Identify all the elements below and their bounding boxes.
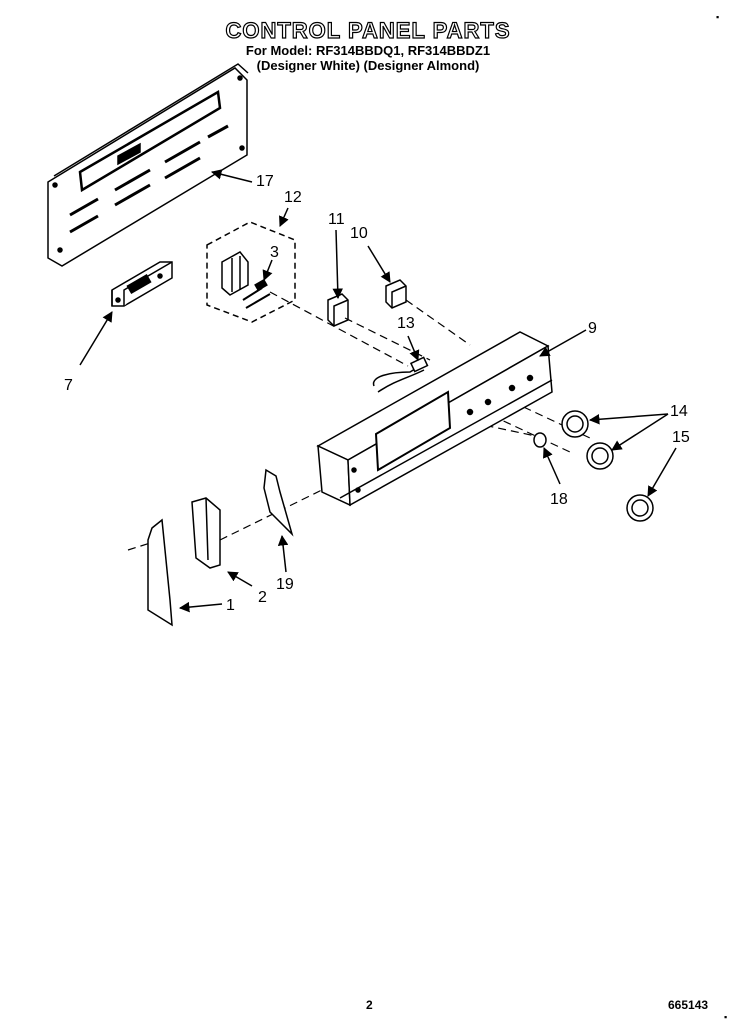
part-17-rear-panel (47, 63, 249, 267)
callout-15: 15 (672, 429, 690, 446)
part-7-clock-timer (111, 261, 173, 307)
part-14-knob-upper (561, 410, 589, 438)
part-10-switch (385, 279, 407, 309)
part-14-knob-lower (586, 442, 614, 470)
part-12-switch-assembly (206, 221, 296, 323)
callout-3: 3 (270, 244, 279, 261)
callout-9: 9 (588, 320, 597, 337)
page-title: CONTROL PANEL PARTS (225, 17, 511, 43)
document-code: 665143 (668, 998, 709, 1012)
colors-line: (Designer White) (Designer Almond) (256, 58, 480, 73)
part-15-knob (626, 494, 654, 522)
part-1-end-cap (147, 518, 173, 627)
callout-17: 17 (256, 173, 274, 190)
callout-13: 13 (397, 315, 415, 332)
callout-numbers: 1 2 3 7 9 10 11 12 13 14 15 17 18 19 (64, 173, 690, 614)
callout-2: 2 (258, 589, 267, 606)
callout-19: 19 (276, 576, 294, 593)
callout-7: 7 (64, 377, 73, 394)
callout-18: 18 (550, 491, 568, 508)
part-19-bracket (263, 468, 294, 537)
part-18-indicator-lens (533, 432, 547, 448)
corner-mark-bottom: ▪ (724, 1012, 728, 1022)
corner-mark-top: ▪ (716, 12, 720, 22)
part-13-harness (372, 356, 429, 393)
callout-1: 1 (226, 597, 235, 614)
part-9-control-panel (316, 331, 553, 507)
callout-11: 11 (328, 211, 345, 228)
part-2-bracket (191, 497, 221, 569)
callout-14: 14 (670, 403, 688, 420)
callout-12: 12 (284, 189, 302, 206)
callout-10: 10 (350, 225, 368, 242)
models-line: For Model: RF314BBDQ1, RF314BBDZ1 (245, 43, 491, 58)
leader-lines (79, 169, 677, 613)
page-number: 2 (366, 998, 373, 1012)
part-11-switch (327, 293, 349, 327)
